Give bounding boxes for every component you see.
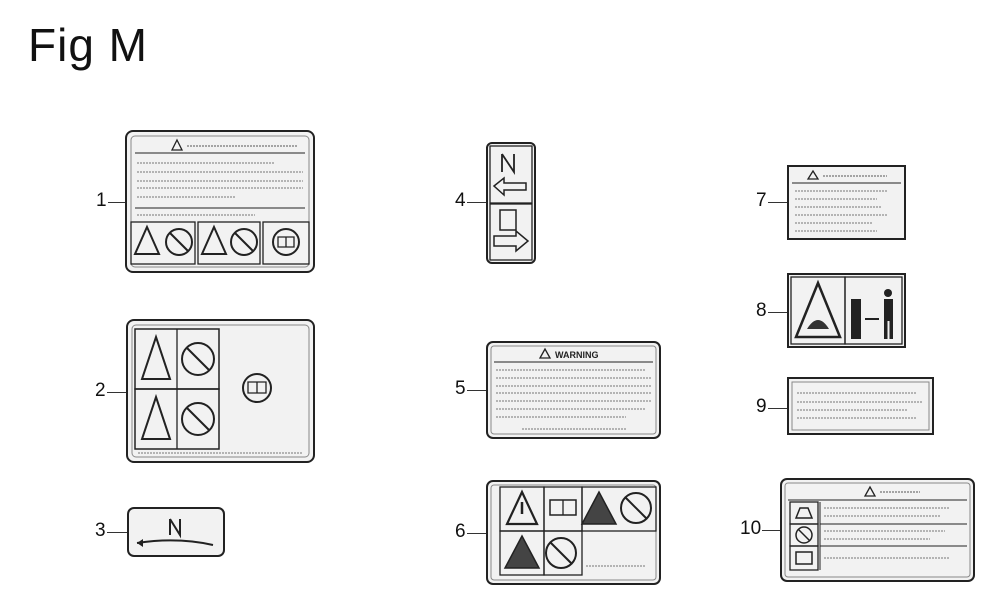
leader-line-10 [762,530,780,531]
leader-line-5 [467,390,486,391]
decal-6 [486,480,661,585]
decal-4 [486,142,536,264]
leader-line-1 [108,202,126,203]
decal-8 [787,273,906,348]
callout-9: 9 [756,396,767,417]
decal-1 [125,130,315,273]
decal-5-header: WARNING [555,350,599,360]
leader-line-9 [768,408,787,409]
decal-5: WARNING [486,341,661,439]
callout-2: 2 [95,380,106,401]
callout-6: 6 [455,521,466,542]
leader-line-2 [107,392,127,393]
callout-8: 8 [756,300,767,321]
leader-line-8 [768,312,787,313]
figure-title: Fig M [28,19,148,71]
decal-7 [787,165,906,240]
callout-3: 3 [95,520,106,541]
callout-4: 4 [455,190,466,211]
leader-line-3 [107,532,127,533]
decal-9 [787,377,934,435]
callout-1: 1 [96,190,107,211]
decal-2 [126,319,315,463]
leader-line-7 [768,202,787,203]
decal-3 [127,507,225,557]
leader-line-6 [467,533,486,534]
callout-5: 5 [455,378,466,399]
callout-10: 10 [740,518,762,539]
decal-10 [780,478,975,582]
callout-7: 7 [756,190,767,211]
leader-line-4 [467,202,486,203]
